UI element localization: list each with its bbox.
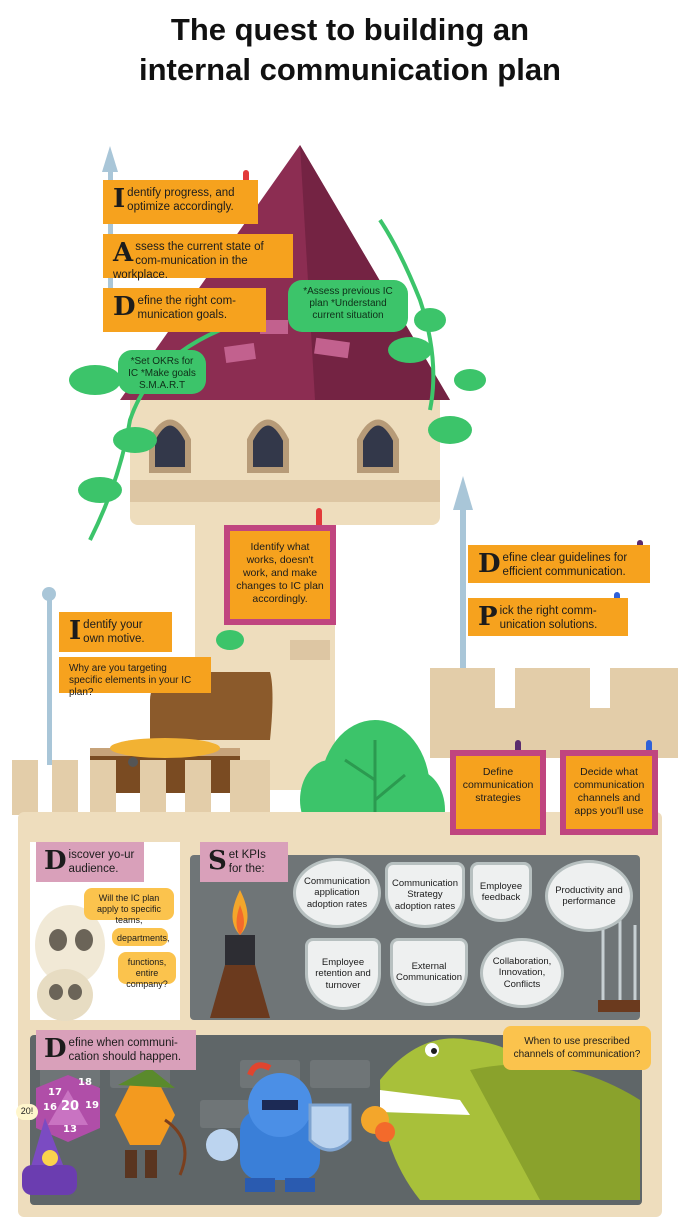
dropcap: D [44,846,67,876]
dice-face: 18 [78,1077,92,1088]
flag-text: Decide what communication channels and a… [573,766,645,817]
flagpole-icon [42,587,56,765]
fire-blast-icon [361,1106,395,1142]
vine-leaves [69,308,486,650]
title-line: The quest to building an [170,12,530,47]
archer-icon [115,1068,187,1178]
tab-text: et KPIs for the: [228,849,266,875]
banner-text: dentify progress, and optimize according… [127,187,235,213]
dragon-icon [380,1038,640,1200]
dropcap: I [69,616,82,646]
wizard-label: 20! [16,1104,38,1120]
tower-window [357,419,399,473]
kpi-text: Collaboration, Innovation, Conflicts [492,955,552,990]
left-battlement [12,760,270,815]
flag-define-strategies: Define communication strategies [450,750,546,835]
audience-bubble: Will the IC plan apply to specific teams… [84,888,174,925]
wizard-label-text: 20! [20,1106,34,1116]
skull-icon [37,969,93,1021]
spear-icon [453,476,473,675]
tower-window [149,419,191,473]
dice-face: 17 [48,1087,62,1098]
kpi-shield: Productivity and performance [545,860,633,932]
dropcap: D [113,292,136,322]
kpi-text: Employee retention and turnover [315,956,371,991]
dropcap: I [113,184,126,214]
audience-bubble: functions, entire company? [118,952,176,989]
dropcap: P [478,602,498,632]
kpi-text: Employee feedback [479,880,523,904]
tab-text: efine when communi-cation should happen. [68,1037,182,1063]
bubble-text: departments, [117,933,170,943]
banner-text: ssess the current state of com-municatio… [113,241,264,281]
audience-bubble: departments, [112,928,170,946]
note-text: *Set OKRs for IC *Make goals S.M.A.R.T [128,356,196,391]
flag-inner: Identify what works, doesn't work, and m… [230,531,330,619]
knight-icon [206,1062,352,1192]
tower-window [247,419,289,473]
kpi-text: Communication application adoption rates [304,875,370,910]
kpi-text: Communication Strategy adoption rates [392,877,458,912]
flag-text: Define communication strategies [462,766,534,804]
d20-dice-icon [36,1075,100,1142]
title-line: internal communication plan [139,52,561,87]
banner-text: ick the right comm-unication solutions. [499,605,598,631]
bubble-text: functions, entire company? [126,957,168,989]
speech-text: When to use prescribed channels of commu… [513,1036,641,1060]
dice-face: 13 [63,1124,77,1135]
wizard-icon [22,1118,77,1195]
flag-inner: Decide what communication channels and a… [566,756,652,829]
kpi-shield: Employee retention and turnover [305,938,381,1010]
note-set-okrs: *Set OKRs for IC *Make goals S.M.A.R.T [118,350,206,394]
dropcap: D [478,549,501,579]
kpi-shield: External Communication [390,938,468,1006]
kpi-text: Productivity and performance [555,884,623,908]
right-battlement [430,668,678,758]
banner-text: efine clear guidelines for efficient com… [502,552,628,578]
dice-face: 16 [43,1102,57,1113]
tab-text: iscover yo-ur audience. [68,849,135,875]
skull-icon [35,905,105,985]
dropcap: A [113,238,134,268]
torch-icon [210,890,270,1018]
kpi-shield: Collaboration, Innovation, Conflicts [480,938,564,1008]
kpi-text: External Communication [396,960,462,984]
kpi-shield: Employee feedback [470,862,532,922]
note-assess-previous: *Assess previous IC plan *Understand cur… [288,280,408,332]
banner-text: efine the right com-munication goals. [137,295,236,321]
kpi-shield: Communication Strategy adoption rates [385,862,465,928]
banner-text: dentify your own motive. [83,619,145,645]
dice-face: 20 [61,1099,79,1114]
flag-inner: Define communication strategies [456,756,540,829]
spear-icon [102,146,118,290]
banner-text: Why are you targeting specific elements … [69,663,192,698]
flag-text: Identify what works, doesn't work, and m… [236,541,324,605]
spear-rack-icon [601,915,637,1000]
page-title: The quest to building an internal commun… [0,10,700,90]
note-text: *Assess previous IC plan *Understand cur… [303,286,393,321]
kpi-shield: Communication application adoption rates [293,858,381,928]
dropcap: S [208,846,227,876]
flag-decide-channels: Decide what communication channels and a… [560,750,658,835]
bubble-text: Will the IC plan apply to specific teams… [96,893,162,925]
dropcap: D [44,1034,67,1064]
dragon-speech: When to use prescribed channels of commu… [503,1026,651,1070]
flag-identify-works: Identify what works, doesn't work, and m… [224,525,336,625]
banner-targeting-question: Why are you targeting specific elements … [59,657,211,698]
dice-face: 19 [85,1100,99,1111]
